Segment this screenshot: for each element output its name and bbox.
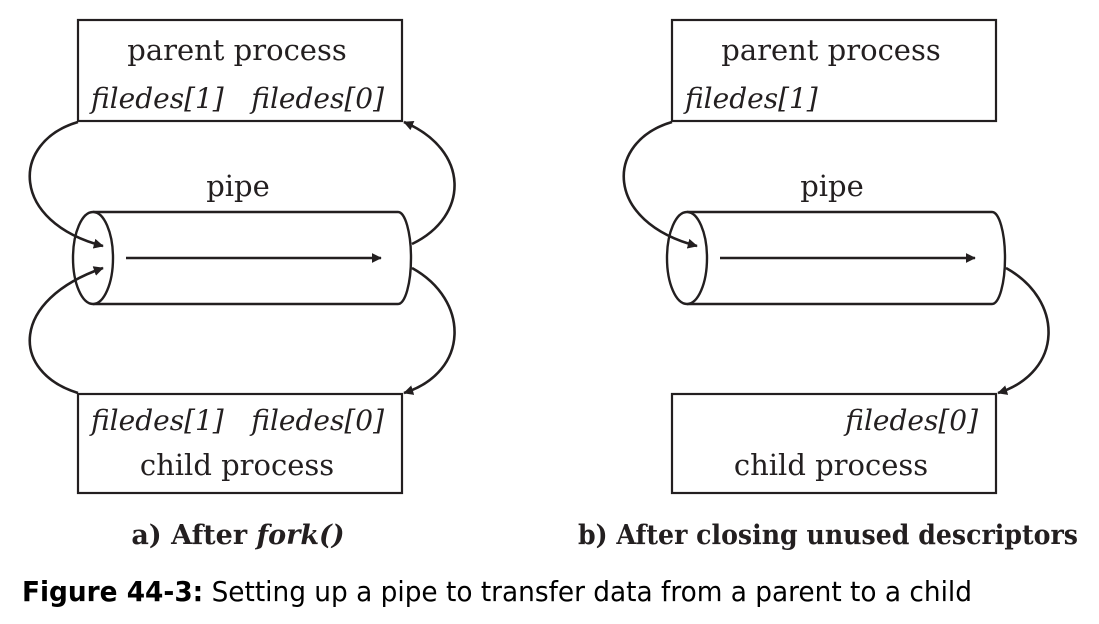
panel-a-child-write-arrow [28, 266, 104, 395]
panel-b-pipe-mouth [665, 210, 709, 306]
panel-a-child-fd-write: filedes[1] [89, 404, 224, 437]
panel-b-parent-write-arrow [622, 120, 698, 249]
panel-a-pipe [71, 210, 413, 306]
panel-b-pipe [665, 210, 1007, 306]
panel-a-pipe-mouth [71, 210, 115, 306]
panel-a-parent-write-arrow [28, 120, 104, 249]
panel-a-pipe-label: pipe [206, 169, 270, 203]
panel-a-parent-label: parent process [127, 33, 346, 67]
panel-a-parent-fd-read: filedes[0] [249, 82, 384, 115]
panel-a-caption-func: fork() [254, 520, 344, 551]
panel-b-caption: b) After closing unused descriptors [578, 520, 1078, 551]
panel-a-child-read-arrow [403, 266, 456, 395]
panel-a-parent-read-arrow [403, 120, 456, 246]
panel-b-child-box [670, 392, 998, 495]
panel-a-child-fd-read: filedes[0] [249, 404, 384, 437]
figure-caption: Figure 44-3: Setting up a pipe to transf… [22, 575, 972, 608]
panel-b-parent-fd-write: filedes[1] [683, 82, 818, 115]
figure-number: Figure 44-3: [22, 575, 203, 608]
panel-a-parent-fd-write: filedes[1] [89, 82, 224, 115]
panel-b-child-read-arrow [997, 266, 1050, 395]
panel-a-parent-box [76, 18, 404, 123]
panel-a-child-label: child process [140, 448, 334, 482]
panel-b-child-fd-read: filedes[0] [843, 404, 978, 437]
panel-b-parent-label: parent process [721, 33, 940, 67]
figure-caption-text: Setting up a pipe to transfer data from … [203, 575, 972, 608]
panel-b-parent-box [670, 18, 998, 123]
panel-b: parent process filedes[1] pipe filedes[0… [578, 18, 1078, 551]
panel-a-caption: a) After fork() [131, 520, 344, 551]
panel-b-pipe-label: pipe [800, 169, 864, 203]
panel-b-child-label: child process [734, 448, 928, 482]
panel-a: parent process filedes[1] filedes[0] pip… [28, 18, 456, 551]
panel-a-child-box [76, 392, 404, 495]
panel-a-caption-prefix: a) After [131, 520, 256, 551]
